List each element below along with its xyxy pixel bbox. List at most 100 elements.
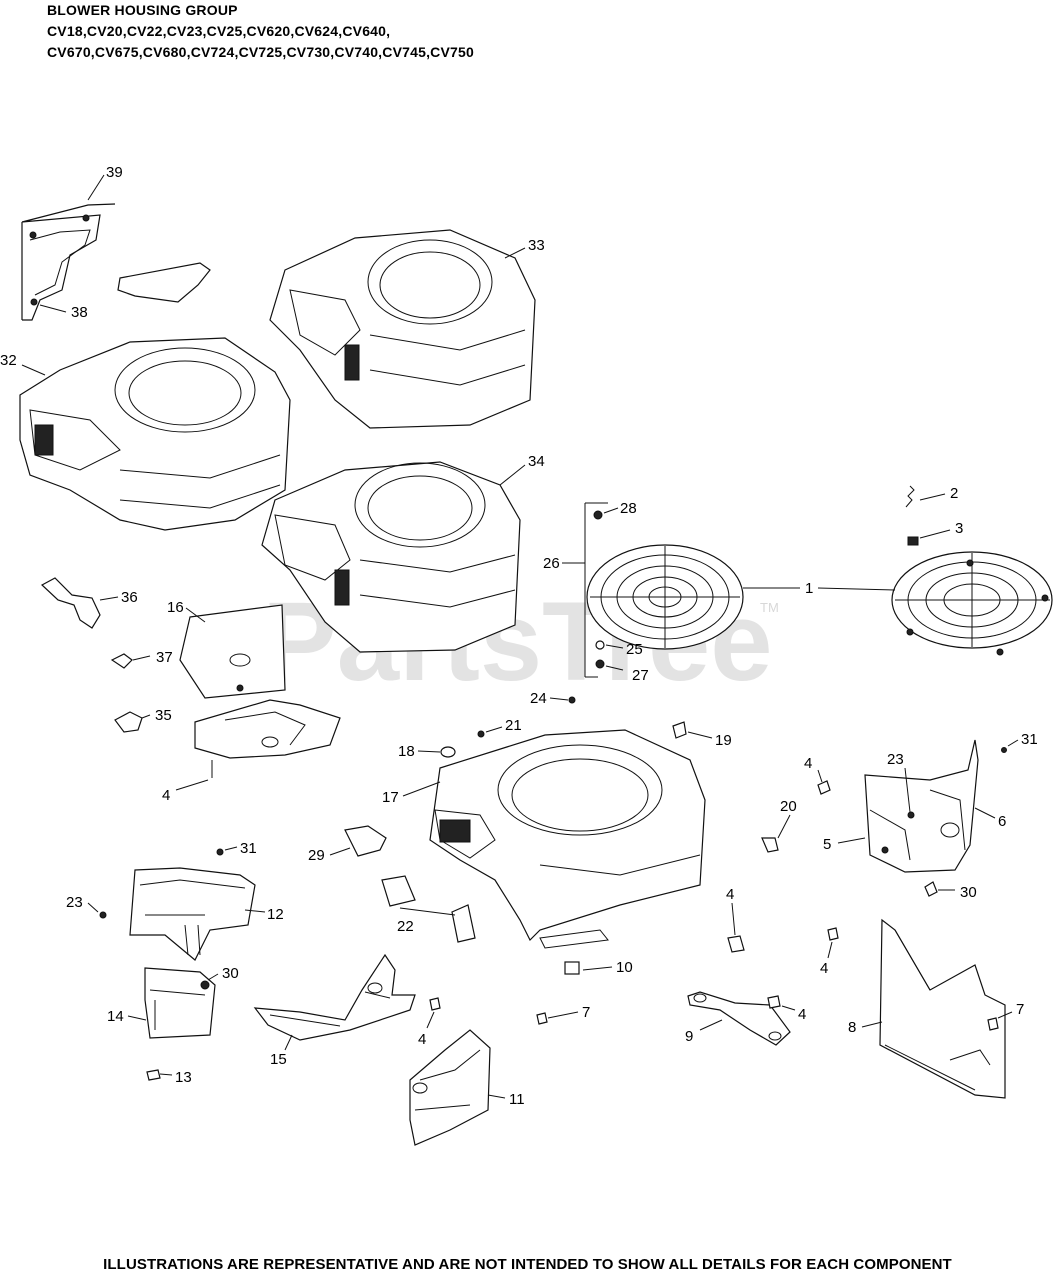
svg-text:28: 28 <box>620 500 637 517</box>
part-1-grass-screen <box>586 544 744 650</box>
callout-1: 1 <box>743 580 896 597</box>
callout-5: 5 <box>823 836 866 853</box>
part-39-deflector-panel <box>21 203 211 321</box>
svg-text:27: 27 <box>632 667 649 684</box>
part-1-grass-screen-front <box>891 551 1053 656</box>
svg-text:34: 34 <box>528 453 545 470</box>
part-8-air-guide <box>879 918 1006 1099</box>
svg-text:15: 15 <box>270 1051 287 1068</box>
callout-11: 11 <box>487 1091 525 1108</box>
callout-23-b: 23 <box>887 751 915 819</box>
callout-14: 14 <box>107 1008 147 1025</box>
svg-text:24: 24 <box>530 690 547 707</box>
callout-34: 34 <box>499 453 545 486</box>
svg-text:23: 23 <box>887 751 904 768</box>
part-32-blower-housing <box>19 337 291 531</box>
svg-text:4: 4 <box>162 787 170 804</box>
callout-16: 16 <box>167 599 206 623</box>
svg-text:23: 23 <box>66 894 83 911</box>
callout-35: 35 <box>114 707 172 733</box>
svg-text:5: 5 <box>823 836 831 853</box>
callout-27: 27 <box>595 659 649 684</box>
svg-text:4: 4 <box>820 960 828 977</box>
svg-text:4: 4 <box>798 1006 806 1023</box>
svg-text:30: 30 <box>960 884 977 901</box>
callout-36: 36 <box>99 589 138 606</box>
svg-text:32: 32 <box>0 352 17 369</box>
svg-text:18: 18 <box>398 743 415 760</box>
callout-25: 25 <box>595 640 643 658</box>
part-34-blower-housing <box>261 461 521 653</box>
callout-38: 38 <box>39 304 88 321</box>
part-22-bracket <box>381 875 476 943</box>
svg-text:37: 37 <box>156 649 173 666</box>
callout-4-e: 4 <box>418 997 441 1048</box>
callout-30-b: 30 <box>924 881 977 901</box>
svg-text:19: 19 <box>715 732 732 749</box>
svg-text:8: 8 <box>848 1019 856 1036</box>
callout-8: 8 <box>848 1019 883 1036</box>
svg-text:26: 26 <box>543 555 560 572</box>
svg-text:33: 33 <box>528 237 545 254</box>
svg-text:9: 9 <box>685 1028 693 1045</box>
callout-3: 3 <box>907 520 963 546</box>
svg-text:20: 20 <box>780 798 797 815</box>
svg-text:4: 4 <box>418 1031 426 1048</box>
svg-text:7: 7 <box>1016 1001 1024 1018</box>
callout-31-b: 31 <box>1001 731 1038 753</box>
model-list-line-2: CV670,CV675,CV680,CV724,CV725,CV730,CV74… <box>47 44 474 60</box>
callout-17: 17 <box>382 781 441 806</box>
svg-text:2: 2 <box>950 485 958 502</box>
callout-4-c: 4 <box>726 886 745 953</box>
diagram-title: BLOWER HOUSING GROUP <box>47 2 238 18</box>
svg-text:30: 30 <box>222 965 239 982</box>
svg-text:12: 12 <box>267 906 284 923</box>
part-26-grille-kit-bracket <box>584 502 608 678</box>
callout-2: 2 <box>905 485 958 508</box>
callout-22: 22 <box>397 907 456 935</box>
callout-4-a: 4 <box>162 760 213 804</box>
part-9-bracket <box>687 991 791 1046</box>
svg-text:35: 35 <box>155 707 172 724</box>
callout-6: 6 <box>974 807 1006 830</box>
svg-text:6: 6 <box>998 813 1006 830</box>
svg-text:4: 4 <box>804 755 812 772</box>
callout-24: 24 <box>530 690 576 707</box>
part-36-bracket <box>40 577 101 629</box>
callout-28: 28 <box>593 500 637 520</box>
svg-text:1: 1 <box>805 580 813 597</box>
callout-19: 19 <box>672 721 732 749</box>
part-11-bracket <box>409 1029 491 1146</box>
callout-4-d: 4 <box>820 927 839 977</box>
part-16-baffle-disc <box>179 604 286 699</box>
svg-text:4: 4 <box>726 886 734 903</box>
callout-37: 37 <box>110 649 173 669</box>
callout-21: 21 <box>477 717 522 738</box>
part-14-cover <box>144 967 216 1039</box>
callout-30-a: 30 <box>200 965 239 990</box>
callout-29: 29 <box>308 825 387 864</box>
part-12-air-guide <box>129 867 256 961</box>
callout-18: 18 <box>398 743 456 760</box>
callout-31-a: 31 <box>216 840 257 857</box>
svg-text:14: 14 <box>107 1008 124 1025</box>
callout-4-f: 4 <box>767 995 806 1023</box>
callout-7-b: 7 <box>987 1001 1024 1031</box>
part-15-baffle <box>253 953 416 1041</box>
svg-text:10: 10 <box>616 959 633 976</box>
svg-text:13: 13 <box>175 1069 192 1086</box>
svg-text:17: 17 <box>382 789 399 806</box>
svg-text:11: 11 <box>509 1091 525 1108</box>
callout-33: 33 <box>504 237 545 259</box>
svg-text:7: 7 <box>582 1004 590 1021</box>
disclaimer-footer: ILLUSTRATIONS ARE REPRESENTATIVE AND ARE… <box>103 1256 952 1273</box>
callout-10: 10 <box>564 959 633 976</box>
svg-text:22: 22 <box>397 918 414 935</box>
callout-12: 12 <box>244 906 284 923</box>
svg-text:29: 29 <box>308 847 325 864</box>
callout-13: 13 <box>146 1069 192 1086</box>
svg-text:31: 31 <box>240 840 257 857</box>
exploded-parts-diagram: PartsTree TM 39 38 33 <box>0 164 1053 1146</box>
callout-4-b: 4 <box>804 755 831 795</box>
svg-text:36: 36 <box>121 589 138 606</box>
